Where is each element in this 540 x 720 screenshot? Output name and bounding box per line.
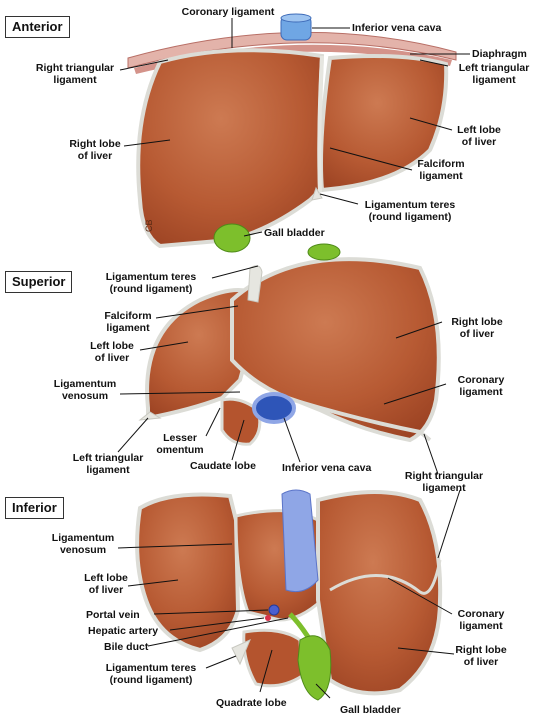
superior-left-tri <box>138 411 162 421</box>
portal-vein <box>268 604 280 616</box>
label-bile-duct: Bile duct <box>104 641 149 653</box>
label-teres-superior: Ligamentum teres(round ligament) <box>105 271 197 295</box>
label-gallbladder-inferior: Gall bladder <box>340 704 401 716</box>
label-ivc-anterior: Inferior vena cava <box>352 22 442 34</box>
label-quadrate-lobe: Quadrate lobe <box>216 697 287 709</box>
label-caudate-lobe: Caudate lobe <box>190 460 256 472</box>
ivc-inferior <box>281 489 319 593</box>
inferior-left-lobe <box>135 492 241 653</box>
hepatic-artery <box>265 615 271 621</box>
label-coronary-ligament-anterior: Coronary ligament <box>181 6 275 18</box>
label-diaphragm: Diaphragm <box>472 48 527 60</box>
diaphragm-inner <box>134 44 452 74</box>
inferior-view <box>135 489 443 701</box>
ligamentum-teres-anterior <box>311 186 323 201</box>
gallbladder-inferior <box>297 635 332 701</box>
leader-lines <box>117 18 470 699</box>
falciform-ligament-anterior <box>317 55 324 193</box>
ivc-superior <box>252 392 296 424</box>
inferior-quadrate-lobe <box>242 628 304 688</box>
superior-caudate-lobe <box>220 397 262 446</box>
anterior-view: CB <box>127 13 457 253</box>
superior-teres <box>247 265 263 303</box>
view-tag-inferior: Inferior <box>5 497 64 519</box>
label-teres-inferior: Ligamentum teres(round ligament) <box>105 662 197 686</box>
label-teres-anterior: Ligamentum teres(round ligament) <box>364 199 456 223</box>
label-hepatic-artery: Hepatic artery <box>88 625 159 637</box>
view-tag-superior: Superior <box>5 271 73 293</box>
superior-view <box>138 243 441 446</box>
artist-signature: CB <box>144 219 154 232</box>
view-tag-anterior: Anterior <box>5 16 70 38</box>
superior-coronary-ligament <box>299 400 432 442</box>
gallbladder-anterior <box>213 223 251 253</box>
diaphragm <box>127 31 457 69</box>
anterior-right-lobe <box>136 48 325 249</box>
gallbladder-superior <box>307 243 341 261</box>
label-ivc-superior: Inferior vena cava <box>282 462 372 474</box>
inferior-coronary-ligament <box>329 559 442 595</box>
inferior-right-lobe <box>316 490 443 696</box>
label-portal-vein: Portal vein <box>86 609 140 621</box>
label-gallbladder-anterior: Gall bladder <box>264 227 325 239</box>
ivc-anterior-top <box>280 13 312 23</box>
